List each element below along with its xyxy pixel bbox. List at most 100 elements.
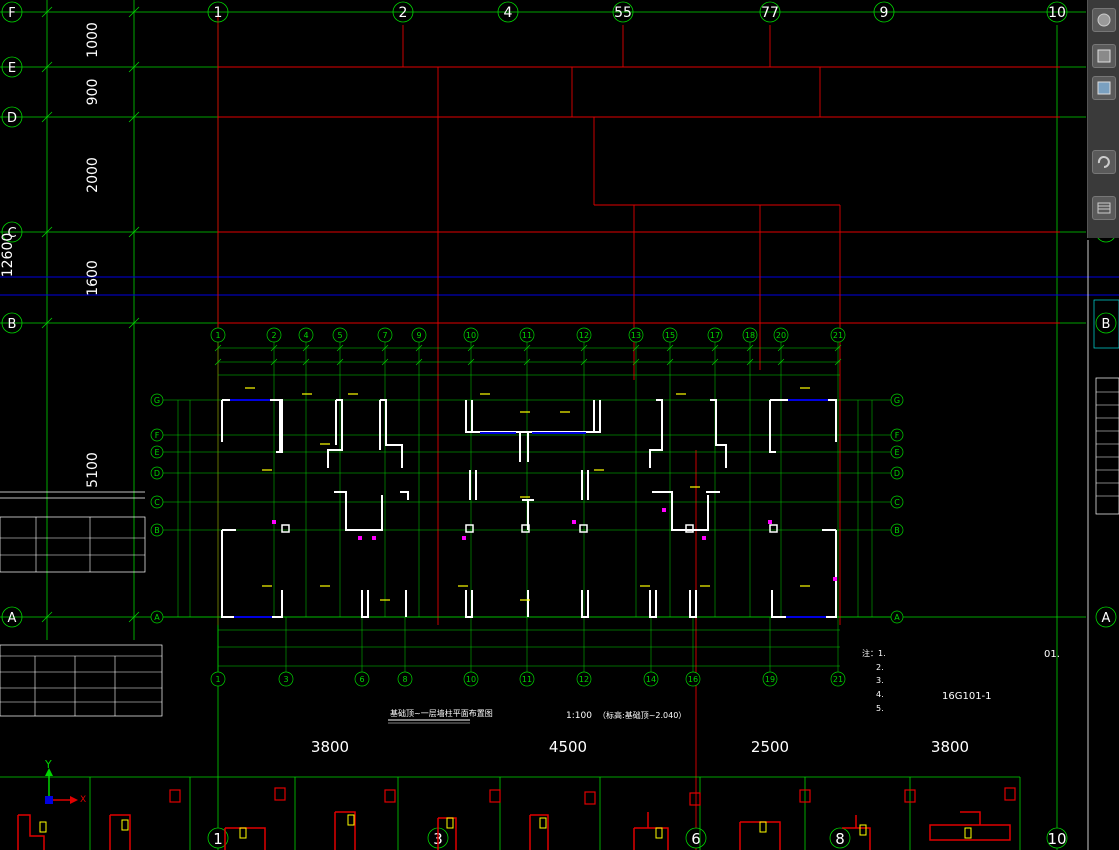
- plan-top-label-8: 12: [579, 331, 589, 340]
- note-code: 01.: [1044, 649, 1060, 660]
- wall-20: [649, 590, 657, 618]
- plan-dim-tick-4-1: [381, 358, 389, 366]
- plan-top-label-7: 11: [522, 331, 532, 340]
- detail-rebar-4: [446, 817, 454, 829]
- plan-top-label-2: 4: [303, 331, 308, 340]
- row-label-left-1: E: [8, 61, 16, 76]
- wall-14: [771, 529, 837, 618]
- wall-21: [689, 590, 697, 618]
- detail-section-8: [842, 815, 871, 850]
- plan-top-bubble-1: [266, 327, 282, 343]
- plan-side-label-0-1: G: [894, 396, 900, 405]
- left-schedule-tables: [0, 491, 163, 717]
- plan-side-label-5-0: B: [154, 526, 160, 535]
- row-bubble-left-5: [1, 606, 23, 628]
- column-0: [281, 524, 290, 533]
- plan-dim-tick-3-1: [336, 358, 344, 366]
- row-label-right-5: A: [1102, 611, 1111, 626]
- bottom-axis-label-2: 6: [691, 830, 701, 848]
- pan-icon[interactable]: [1092, 8, 1116, 32]
- wall-2: [327, 399, 343, 468]
- bottom-dim-3: 3800: [931, 738, 969, 756]
- plan-top-label-11: 17: [710, 331, 720, 340]
- detail-rebar-9: [964, 827, 972, 839]
- bottom-axis-bubble-4: [1046, 827, 1068, 849]
- plan-top-label-0: 1: [215, 331, 220, 340]
- orbit-icon[interactable]: [1092, 76, 1116, 100]
- wall-5: [519, 432, 529, 462]
- wall-3: [379, 399, 403, 468]
- plan-side-label-3-1: D: [894, 469, 900, 478]
- col-bubble-6: [1046, 1, 1068, 23]
- plan-bottom-bubble-6: [576, 671, 592, 687]
- plan-dim-tick-14-1: [834, 358, 842, 366]
- plan-top-bubble-7: [519, 327, 535, 343]
- bottom-axis-label-0: 1: [213, 830, 223, 848]
- detail-rebar-0: [39, 821, 47, 833]
- note-line-1: 注：1.: [862, 648, 886, 658]
- plan-side-bubble-0-0: [150, 393, 164, 407]
- column-4: [685, 524, 694, 533]
- col-bubble-4: [759, 1, 781, 23]
- wall-6: [649, 399, 663, 468]
- col-label-1: 2: [399, 5, 408, 21]
- plan-dim-tick-4-0: [381, 344, 389, 352]
- bottom-dim-0: 3800: [311, 738, 349, 756]
- tick-5-0: [41, 611, 53, 623]
- tick-1-0: [41, 61, 53, 73]
- tick-3-1: [128, 226, 140, 238]
- plan-top-bubble-14: [830, 327, 846, 343]
- plan-side-bubble-0-1: [890, 393, 904, 407]
- plan-scale: 1:100: [566, 711, 592, 721]
- bottom-dim-1: 4500: [549, 738, 587, 756]
- plan-dim-tick-11-0: [711, 344, 719, 352]
- row-bubble-right-5: [1095, 606, 1117, 628]
- tag-6: [702, 536, 706, 540]
- left-dim-2: 2000: [85, 157, 101, 193]
- plan-top-bubble-11: [707, 327, 723, 343]
- tag-3: [462, 536, 466, 540]
- detail-tag-6: [799, 789, 811, 803]
- zoom-icon[interactable]: [1092, 44, 1116, 68]
- detail-tag-7: [904, 789, 916, 803]
- showmotion-icon[interactable]: [1092, 196, 1116, 220]
- plan-dim-tick-8-0: [580, 344, 588, 352]
- plan-top-label-13: 20: [776, 331, 786, 340]
- plan-title: 基础顶~一层墙柱平面布置图: [390, 708, 493, 718]
- wall-19: [581, 590, 589, 618]
- plan-dim-tick-10-1: [666, 358, 674, 366]
- tick-0-0: [41, 6, 53, 18]
- col-label-5: 9: [880, 5, 889, 21]
- plan-dim-tick-0-1: [214, 358, 222, 366]
- detail-rebar-5: [539, 817, 547, 829]
- plan-top-bubble-3: [332, 327, 348, 343]
- plan-side-label-4-1: C: [894, 498, 900, 507]
- detail-tag-8: [1004, 787, 1016, 801]
- row-label-left-5: A: [8, 611, 17, 626]
- plan-side-label-0-0: G: [154, 396, 160, 405]
- plan-side-bubble-4-0: [150, 495, 164, 509]
- bottom-axis-bubble-3: [829, 827, 851, 849]
- wall-0: [221, 399, 283, 453]
- plan-dim-tick-1-0: [270, 344, 278, 352]
- plan-top-label-4: 7: [382, 331, 387, 340]
- plan-side-bubble-5-1: [890, 523, 904, 537]
- rotate-icon[interactable]: [1092, 150, 1116, 174]
- wall-13: [221, 529, 283, 618]
- col-bubble-1: [392, 1, 414, 23]
- col-bubble-3: [612, 1, 634, 23]
- plan-dim-tick-10-0: [666, 344, 674, 352]
- detail-rebar-2: [239, 827, 247, 839]
- plan-top-bubble-9: [628, 327, 644, 343]
- left-dim-total: 12600: [0, 233, 16, 278]
- detail-section-0: [17, 814, 45, 850]
- plan-bottom-bubble-9: [762, 671, 778, 687]
- plan-dim-tick-9-0: [632, 344, 640, 352]
- wall-11: [581, 470, 589, 500]
- col-bubble-2: [497, 1, 519, 23]
- plan-top-bubble-6: [463, 327, 479, 343]
- row-label-left-0: F: [8, 6, 15, 21]
